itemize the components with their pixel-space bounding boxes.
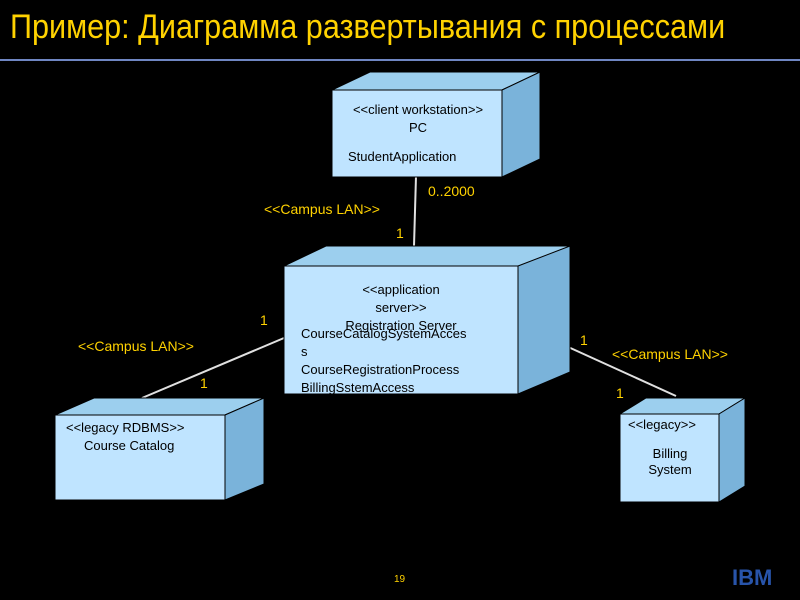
right-connector-stereotype: <<Campus LAN>> [612,346,728,362]
page-number: 19 [394,574,406,585]
catalog-stereotype: <<legacy RDBMS>> [66,420,185,435]
server-process-course-registration: CourseRegistrationProcess [301,362,460,377]
billing-name-line2: System [648,462,692,477]
left-connector-multiplicity-catalog: 1 [200,375,208,391]
node-pc [331,71,541,178]
pc-stereotype: <<client workstation>> [352,102,484,117]
server-process-course-catalog-access-wrap: s [301,344,308,359]
server-process-billing-access: BillingSstemAccess [301,380,415,395]
connector-server-catalog [141,337,285,399]
server-process-course-catalog-access: CourseCatalogSystemAcces [301,326,467,341]
top-connector-multiplicity-server: 1 [396,225,404,241]
catalog-name: Course Catalog [84,438,175,453]
title-divider [0,59,800,61]
server-stereotype-line2: server>> [375,300,427,315]
node-course-catalog [54,397,265,501]
left-connector-multiplicity-server: 1 [260,312,268,328]
right-connector-multiplicity-server: 1 [580,332,588,348]
node-registration-server [283,245,571,395]
ibm-logo: IBM [732,565,773,590]
server-name: Registration Server [345,318,457,333]
left-connector-stereotype: <<Campus LAN>> [78,338,194,354]
billing-stereotype: <<legacy>> [628,417,696,432]
right-connector-multiplicity-billing: 1 [616,385,624,401]
top-connector-multiplicity-pc: 0..2000 [428,183,475,199]
pc-process-student-application: StudentApplication [348,149,457,164]
pc-name: PC [408,120,428,135]
connector-server-billing [565,345,677,397]
server-stereotype-line1: <<application [362,282,440,297]
node-billing-system [618,397,747,503]
connector-pc-server [413,175,417,247]
billing-name-line1: Billing [652,446,688,461]
slide-title: Пример: Диаграмма развертывания с процес… [10,8,726,46]
top-connector-stereotype: <<Campus LAN>> [264,201,380,217]
